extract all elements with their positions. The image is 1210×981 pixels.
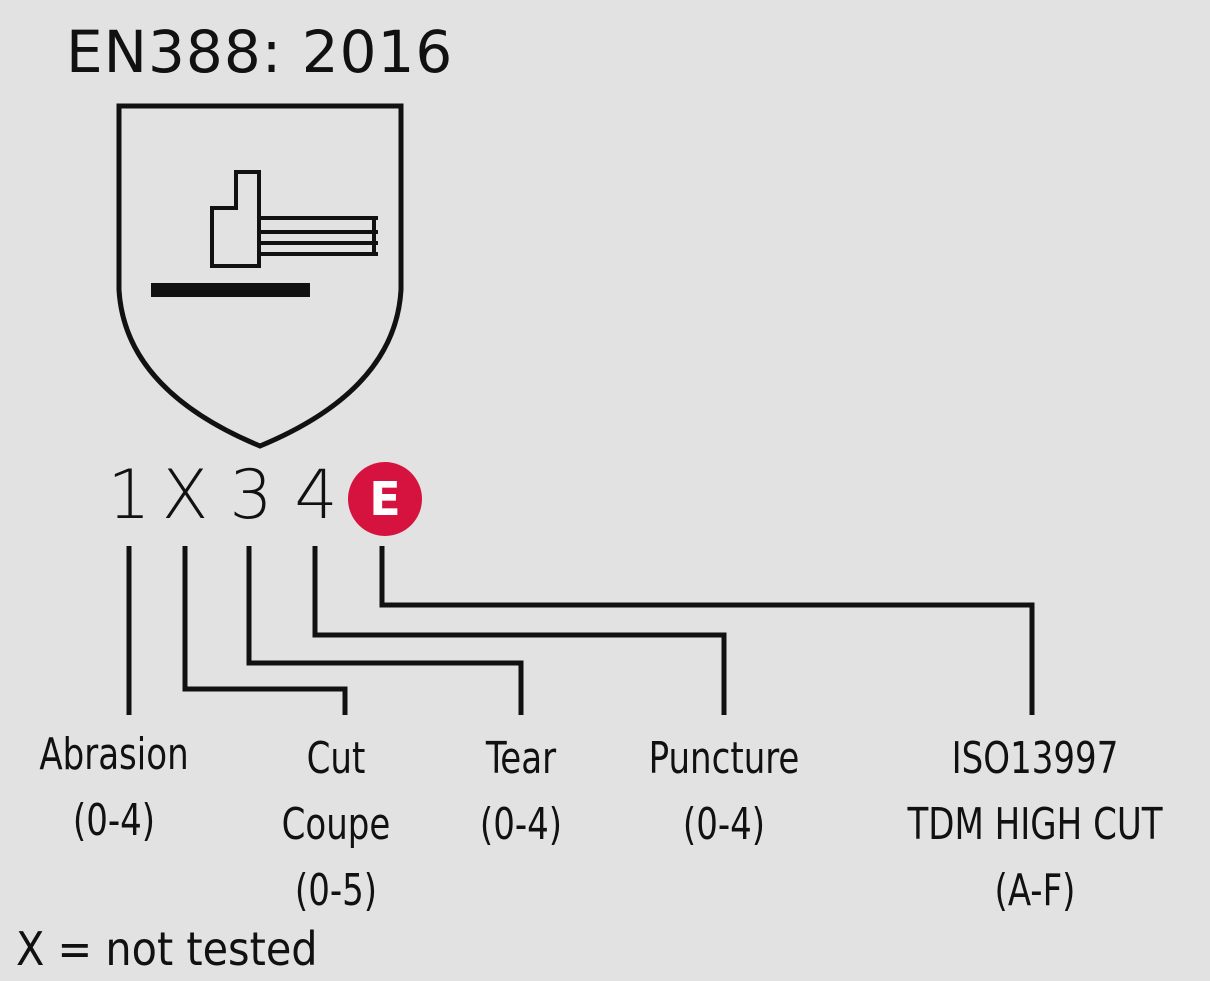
leader-line-iso [379,546,1035,715]
rating-cut: X [161,456,209,535]
label-tear: Tear (0-4) [479,733,563,850]
label-iso: ISO13997 TDM HIGH CUT (A-F) [907,733,1163,916]
legend-note: X = not tested [16,922,318,976]
label-cut: Cut Coupe (0-5) [281,733,391,916]
label-puncture: Puncture (0-4) [648,733,800,850]
standard-title: EN388: 2016 [66,18,454,86]
leader-line-puncture [312,546,727,715]
leader-line-tear [246,546,524,715]
rating-iso-badge: E [348,462,422,536]
rating-puncture: 4 [294,456,338,535]
glove-hammer-pictogram-icon [116,103,404,449]
label-abrasion: Abrasion (0-4) [39,729,189,846]
rating-abrasion: 1 [107,456,151,535]
leader-line-cut [182,546,348,715]
rating-tear: 3 [229,456,273,535]
